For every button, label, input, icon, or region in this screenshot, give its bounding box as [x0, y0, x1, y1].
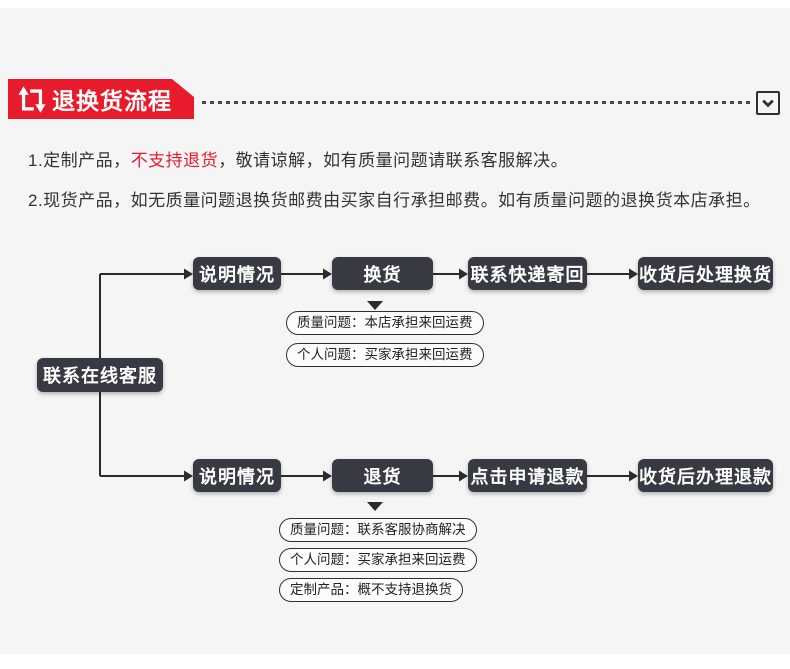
- policy-note-1-prefix: 1.定制产品，: [28, 151, 131, 170]
- content-panel: 退换货流程 1.定制产品，不支持退货，敬请谅解，如有质量问题请联系客服解决。 2…: [0, 8, 790, 654]
- flow-node-refund-complete: 收货后办理退款: [638, 459, 773, 492]
- collapse-toggle-button[interactable]: [756, 91, 780, 115]
- policy-note-1-suffix: ，敬请谅解，如有质量问题请联系客服解决。: [218, 151, 569, 170]
- section-title-banner: 退换货流程: [8, 79, 194, 119]
- flow-node-exchange-complete: 收货后处理换货: [638, 257, 773, 290]
- flow-node-return: 退货: [332, 459, 433, 492]
- exchange-note-personal: 个人问题：买家承担来回运费: [286, 343, 484, 367]
- flow-node-explain-top: 说明情况: [193, 257, 281, 290]
- policy-note-2: 2.现货产品，如无质量问题退换货邮费由买家自行承担邮费。如有质量问题的退换货本店…: [28, 191, 761, 210]
- policy-note-1-highlight: 不支持退货: [130, 151, 219, 170]
- flow-node-start: 联系在线客服: [37, 358, 163, 392]
- flow-node-courier-return: 联系快递寄回: [468, 257, 587, 290]
- policy-note-1: 1.定制产品，不支持退货，敬请谅解，如有质量问题请联系客服解决。: [28, 146, 568, 171]
- flow-node-exchange: 换货: [332, 257, 433, 290]
- exchange-note-quality: 质量问题：本店承担来回运费: [286, 311, 484, 335]
- exchange-loop-icon: [17, 86, 47, 113]
- return-note-quality: 质量问题：联系客服协商解决: [279, 518, 477, 542]
- flow-node-explain-bottom: 说明情况: [193, 459, 281, 492]
- section-title: 退换货流程: [52, 88, 172, 114]
- chevron-down-icon: [762, 99, 774, 108]
- return-note-personal: 个人问题：买家承担来回运费: [279, 548, 477, 572]
- return-note-custom: 定制产品：概不支持退换货: [279, 578, 463, 602]
- flow-node-apply-refund: 点击申请退款: [468, 459, 587, 492]
- dashed-divider-line: [202, 101, 750, 104]
